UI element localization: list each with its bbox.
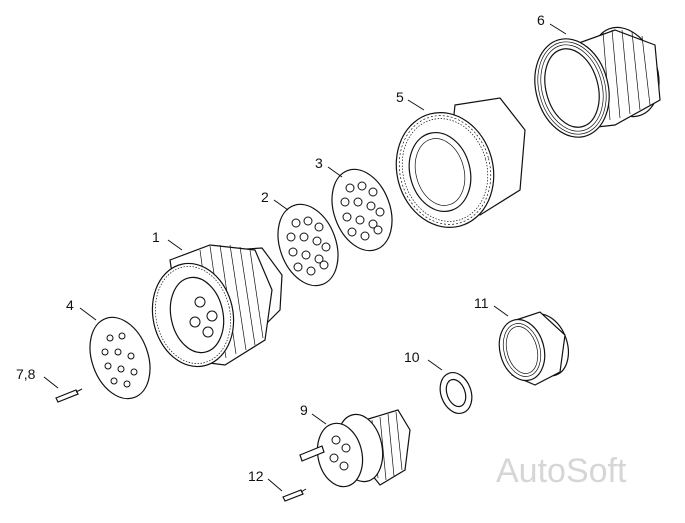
part-3-insert-disc: [331, 168, 393, 252]
part-9-receptacle: [299, 409, 411, 488]
watermark-text: AutoSoft: [496, 452, 627, 490]
part-4-insert-disc: [89, 316, 151, 400]
part-1-knurled-body: [151, 244, 283, 368]
part-12-contact-pin: [282, 488, 307, 502]
part-6-coupling-nut: [534, 26, 661, 138]
callout-5: 5: [396, 89, 404, 105]
part-11-threaded-nut: [498, 311, 569, 386]
part-7-8-contact-pin: [55, 388, 83, 403]
part-5-knurled-shell: [395, 97, 526, 228]
callout-3: 3: [315, 155, 323, 171]
callout-2: 2: [261, 189, 269, 205]
callout-9: 9: [300, 402, 308, 418]
callout-1: 1: [152, 229, 160, 245]
part-10-washer: [439, 372, 473, 414]
callout-7-8: 7,8: [16, 366, 36, 382]
part-2-insert-disc: [277, 203, 339, 287]
callout-10: 10: [404, 349, 420, 365]
callout-4: 4: [66, 297, 74, 313]
callout-11: 11: [474, 295, 489, 311]
callout-12: 12: [248, 468, 264, 484]
leader-lines: [43, 23, 567, 492]
callout-6: 6: [537, 12, 545, 28]
